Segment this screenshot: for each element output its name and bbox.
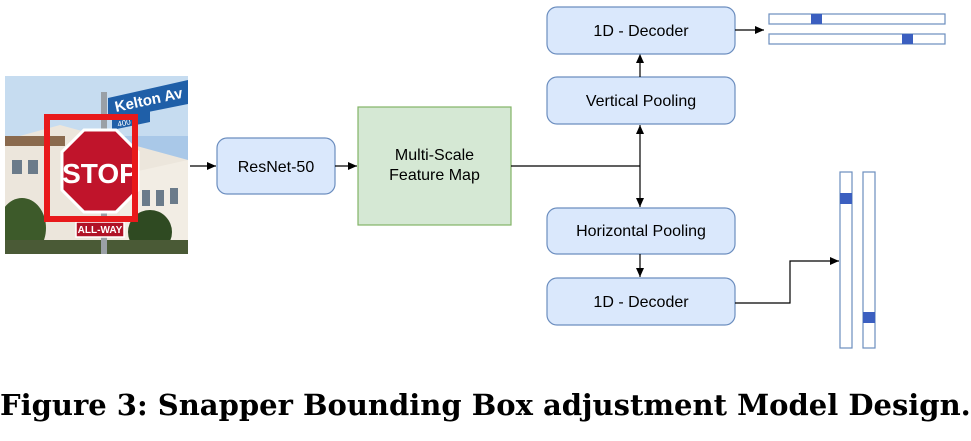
vertical-pooling-node: Vertical Pooling (546, 76, 736, 125)
output-marker-right (863, 312, 875, 323)
output-marker-left (840, 193, 852, 204)
feature-map-label-line2: Feature Map (389, 167, 480, 184)
output-vector-bottom (768, 33, 946, 45)
feature-map-label-line1: Multi-Scale (395, 147, 474, 164)
input-photo: Kelton Av 400 S STOP ALL-WAY (5, 76, 188, 254)
arrow-decoder-to-vertical-vectors (735, 257, 839, 304)
resnet-node: ResNet-50 (216, 137, 336, 195)
horizontal-output-vectors (768, 13, 946, 45)
feature-map-node: Multi-Scale Feature Map (357, 106, 512, 226)
bounding-box (44, 114, 138, 222)
decoder-bottom-label: 1D - Decoder (593, 294, 689, 311)
horizontal-pooling-node: Horizontal Pooling (546, 207, 736, 255)
horizontal-pooling-label: Horizontal Pooling (576, 223, 706, 240)
output-vector-right (862, 171, 876, 349)
decoder-top-node: 1D - Decoder (546, 6, 736, 55)
decoder-top-label: 1D - Decoder (593, 23, 689, 40)
output-marker-bottom (902, 34, 913, 44)
decoder-bottom-node: 1D - Decoder (546, 277, 736, 326)
model-diagram: Kelton Av 400 S STOP ALL-WAY ResNet-50 M… (5, 6, 946, 349)
stop-sign-text: STOP (62, 158, 138, 189)
figure-caption: Figure 3: Snapper Bounding Box adjustmen… (0, 388, 971, 422)
all-way-text: ALL-WAY (78, 225, 123, 236)
output-vector-left (839, 171, 853, 349)
output-marker-top (811, 14, 822, 24)
vertical-pooling-label: Vertical Pooling (586, 93, 696, 110)
vertical-output-vectors (839, 171, 876, 349)
resnet-label: ResNet-50 (238, 159, 315, 176)
output-vector-top (768, 13, 946, 25)
